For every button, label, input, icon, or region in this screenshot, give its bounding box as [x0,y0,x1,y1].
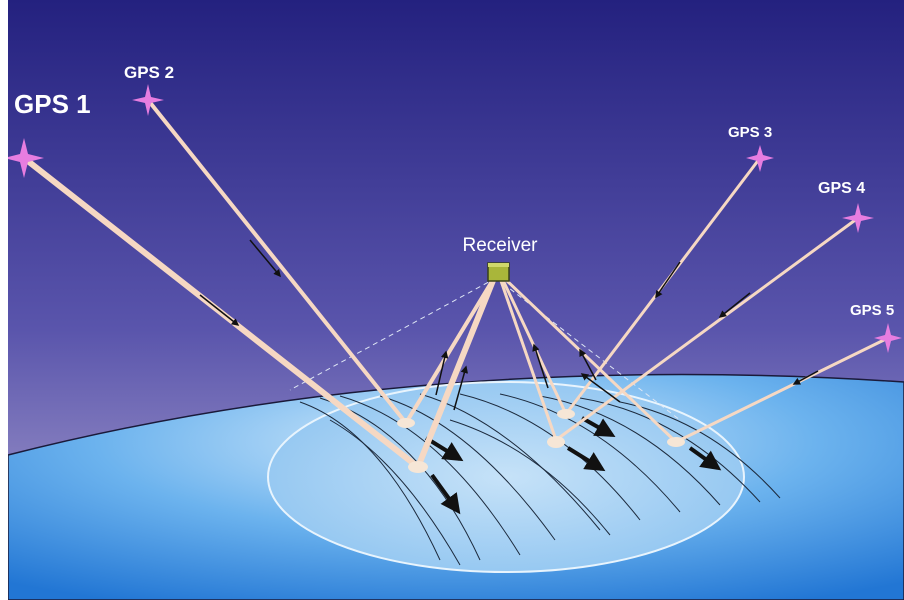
satellite-gps4: GPS 4 [818,180,874,233]
signal-gps1-reflected [415,275,497,470]
signal-gps2-incident [146,98,408,425]
satellite-star-icon [746,145,774,172]
specular-point-gps5 [667,437,685,447]
specular-point-gps1 [408,461,428,473]
specular-point-gps2 [397,418,415,428]
signal-gps4-incident [554,216,860,442]
satellite-gps1: GPS 1 [4,89,91,178]
glistening-zone [267,381,745,573]
satellite-star-icon [874,323,902,353]
satellite-label: GPS 5 [850,302,894,319]
specular-points [397,409,685,473]
receiver-label: Receiver [463,235,539,256]
specular-point-gps3 [557,409,575,419]
signal-gps4-reflected [498,276,558,442]
satellite-gps3: GPS 3 [728,124,774,172]
signal-gps2-reflected [404,276,496,425]
receiver: Receiver [463,235,539,282]
signal-gps5-reflected [502,276,678,444]
reflected-signals [404,275,678,470]
satellite-star-icon [132,84,164,116]
specular-point-gps4 [547,436,565,448]
satellite-label: GPS 2 [124,63,174,82]
satellite-label: GPS 1 [14,89,91,119]
satellite-star-icon [4,138,44,178]
signal-arrows [199,239,819,411]
satellite-label: GPS 3 [728,124,772,141]
satellite-label: GPS 4 [818,180,865,197]
satellite-gps5: GPS 5 [850,302,902,353]
satellite-gps2: GPS 2 [124,63,174,116]
signal-gps5-incident [674,336,890,444]
scatter-arrows [424,416,722,515]
left-frame-edge [0,0,8,600]
satellite-star-icon [842,203,874,233]
